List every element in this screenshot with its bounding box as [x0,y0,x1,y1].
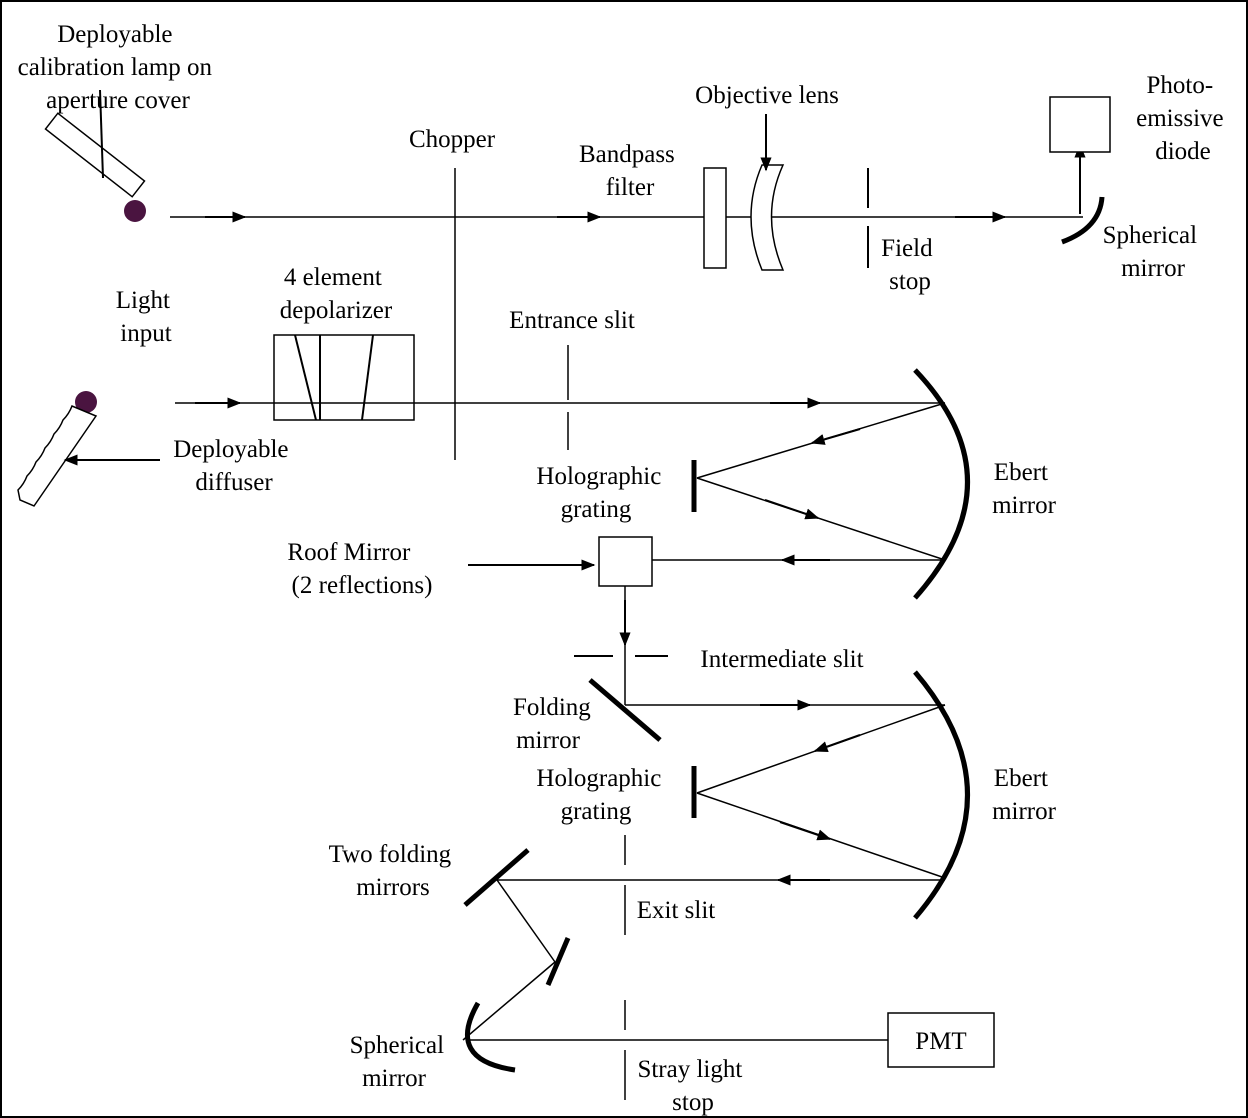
label-holographic-1: Holographic grating [536,463,667,523]
input-lamp [75,391,97,413]
label-intermediate-slit: Intermediate slit [700,646,863,673]
label-spherical-bottom: Spherical mirror [350,1032,451,1092]
label-bandpass: Bandpass filter [579,141,681,201]
bandpass-filter [703,167,727,269]
aperture-cover [44,112,146,198]
label-exit-slit: Exit slit [637,897,716,924]
depolarizer [273,334,415,421]
label-roof-mirror: Roof Mirror (2 reflections) [287,539,432,599]
pmt-box [887,1012,995,1068]
ray-arrow-b [764,499,820,520]
label-folding-mirror: Folding mirror [513,694,597,754]
objective-lens [750,164,785,271]
depolarizer-element-3 [361,334,374,421]
label-two-folding: Two folding mirrors [329,841,458,901]
calibration-lamp [124,200,146,222]
ray-arrow-g [779,821,832,841]
spherical-mirror-top [1061,196,1105,245]
ray-arrow-f [813,734,861,753]
folding-mirror-b [545,937,571,986]
label-depolarizer: 4 element depolarizer [280,264,393,324]
label-holographic-2: Holographic grating [536,765,667,825]
label-chopper: Chopper [409,126,496,153]
label-calib-lamp: Deployable calibration lamp on aperture … [18,21,219,114]
ray-fold-b-to-sphere [462,961,556,1041]
label-spherical-top: Spherical mirror [1103,222,1204,282]
deployable-diffuser [17,405,98,507]
label-field-stop: Field stop [881,235,939,295]
label-ebert-2: Ebert mirror [992,765,1057,825]
label-pmt: PMT [915,1028,966,1055]
calibration-lamp-pointer [99,89,104,179]
photoemissive-diode [1049,96,1111,153]
label-objective-lens: Objective lens [695,82,839,109]
label-photodiode: Photo- emissive diode [1136,72,1230,165]
label-diffuser: Deployable diffuser [173,436,294,496]
folding-mirror-a [463,848,530,907]
label-ebert-1: Ebert mirror [992,459,1057,519]
ray-arrow-a [810,428,861,445]
ebert-mirror-2 [913,670,970,920]
ray-fold-a-to-b [496,879,556,963]
ray-grating-to-mirror-1 [696,477,946,561]
label-stray-light-stop: Stray light stop [637,1056,748,1116]
depolarizer-element-1 [294,334,317,421]
roof-mirror [598,536,653,587]
depolarizer-box [273,334,415,421]
folding-mirror [588,678,662,742]
label-light-input: Light input [116,287,176,347]
spherical-mirror-bottom [465,1001,516,1073]
label-entrance-slit: Entrance slit [509,307,635,334]
calibration-lamp-assembly [44,89,146,222]
ebert-mirror-1 [913,368,970,600]
